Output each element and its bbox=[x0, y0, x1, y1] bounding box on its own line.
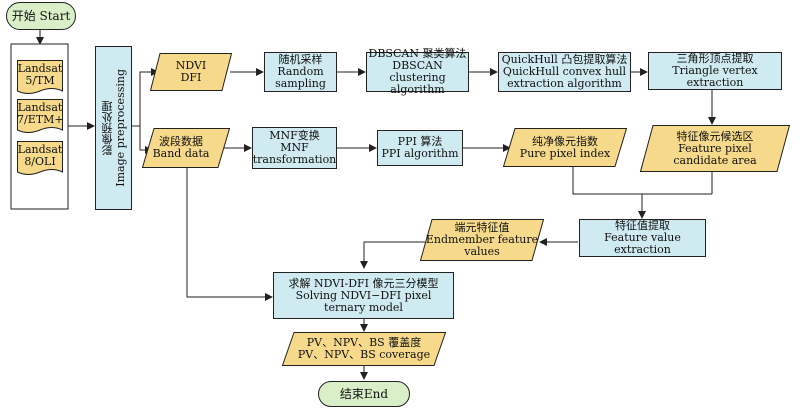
band-line1: 波段数据 bbox=[159, 135, 203, 148]
ndvi-line1: NDVI bbox=[175, 59, 207, 72]
arrow-endmember-to-solve bbox=[360, 241, 425, 269]
coverage-line1: PV、NPV、BS 覆盖度 bbox=[306, 336, 422, 349]
triangle-vertex-box: 三角形顶点提取 Triangle vertex extraction bbox=[648, 52, 782, 90]
solve-line1: 求解 NDVI-DFI 像元三分模型 bbox=[288, 276, 439, 290]
start-terminal: 开始 Start bbox=[6, 2, 76, 30]
start-label: 开始 Start bbox=[11, 9, 71, 23]
landsat5-line1: Landsat bbox=[17, 62, 63, 75]
purepixel-line2: Pure pixel index bbox=[519, 146, 611, 160]
random-sampling-box: 随机采样 Random sampling bbox=[264, 52, 337, 92]
landsat7-line1: Landsat bbox=[17, 101, 63, 114]
solve-line2: Solving NDVI−DFI pixel bbox=[295, 288, 432, 302]
ppi-box: PPI 算法 PPI algorithm bbox=[377, 130, 463, 166]
quickhull-box: QuickHull 凸包提取算法 QuickHull convex hull e… bbox=[498, 52, 631, 92]
mnf-line1: MNF变换 bbox=[269, 129, 320, 142]
feature-pixel-candidate-data: 特征像元候选区 Feature pixel candidate area bbox=[640, 125, 790, 172]
purepixel-line1: 纯净像元指数 bbox=[532, 134, 598, 148]
quickhull-line2: QuickHull convex hull bbox=[502, 65, 627, 78]
landsat8-line2: 8/OLI bbox=[24, 155, 56, 168]
endmember-feature-values-data: 端元特征值 Endmember feature values bbox=[420, 219, 544, 261]
candidate-line2: Feature pixel bbox=[678, 141, 752, 155]
landsat5-line2: 5/TM bbox=[25, 74, 55, 87]
feature-line2: Feature value extraction bbox=[604, 231, 681, 256]
mnf-box: MNF变换 MNF transformation bbox=[252, 127, 337, 169]
arrow-purepixel-to-feature bbox=[572, 167, 646, 219]
feature-line1: 特征值提取 bbox=[615, 219, 670, 232]
band-data: 波段数据 Band data bbox=[142, 128, 230, 168]
band-line2: Band data bbox=[152, 147, 210, 160]
endmember-line1: 端元特征值 bbox=[454, 221, 510, 234]
feature-value-extraction-box: 特征值提取 Feature value extraction bbox=[579, 219, 706, 257]
candidate-line3: candidate area bbox=[673, 153, 757, 167]
dbscan-box: DBSCAN 聚类算法 DBSCAN clustering algorithm bbox=[366, 48, 469, 96]
preprocess-label-en: Image preprocessing bbox=[113, 69, 127, 187]
coverage-line2: PV、NPV、BS coverage bbox=[297, 348, 431, 361]
landsat7-line2: 7/ETM+ bbox=[17, 113, 64, 126]
random-line1: 随机采样 bbox=[278, 53, 323, 66]
preprocess-label-cn: 影像预处理 bbox=[100, 100, 114, 156]
solve-ternary-model-box: 求解 NDVI-DFI 像元三分模型 Solving NDVI−DFI pixe… bbox=[273, 272, 454, 319]
mnf-line2: MNF bbox=[280, 141, 309, 154]
triangle-line1: 三角形顶点提取 bbox=[676, 52, 754, 65]
solve-line3: ternary model bbox=[324, 300, 403, 314]
triangle-line2: Triangle vertex extraction bbox=[672, 64, 758, 89]
end-terminal: 结束End bbox=[318, 381, 410, 407]
quickhull-line3: extraction algorithm bbox=[507, 77, 622, 90]
random-line2: Random bbox=[277, 65, 324, 78]
ppi-line2: PPI algorithm bbox=[381, 147, 459, 160]
dbscan-line1: DBSCAN 聚类算法 bbox=[368, 47, 467, 60]
quickhull-line1: QuickHull 凸包提取算法 bbox=[501, 53, 628, 66]
arrow-band-to-solve bbox=[186, 167, 273, 301]
ndvi-line2: DFI bbox=[180, 71, 202, 84]
dbscan-line3: algorithm bbox=[390, 83, 445, 96]
random-line3: sampling bbox=[275, 77, 326, 90]
arrow-preprocess-to-band bbox=[132, 125, 153, 154]
pure-pixel-index-data: 纯净像元指数 Pure pixel index bbox=[503, 128, 627, 167]
mnf-line3: transformation bbox=[252, 153, 337, 166]
ndvi-dfi-data: NDVI DFI bbox=[150, 53, 232, 91]
ppi-line1: PPI 算法 bbox=[397, 135, 443, 148]
coverage-output-data: PV、NPV、BS 覆盖度 PV、NPV、BS coverage bbox=[282, 332, 446, 366]
end-label: 结束End bbox=[339, 387, 389, 401]
endmember-line2: Endmember feature bbox=[425, 233, 539, 246]
endmember-line3: values bbox=[464, 245, 500, 258]
candidate-line1: 特征像元候选区 bbox=[676, 129, 754, 143]
landsat8-line1: Landsat bbox=[17, 143, 63, 156]
dbscan-line2: DBSCAN clustering bbox=[389, 59, 446, 84]
preprocess-box: 影像预处理 Image preprocessing bbox=[95, 46, 132, 210]
